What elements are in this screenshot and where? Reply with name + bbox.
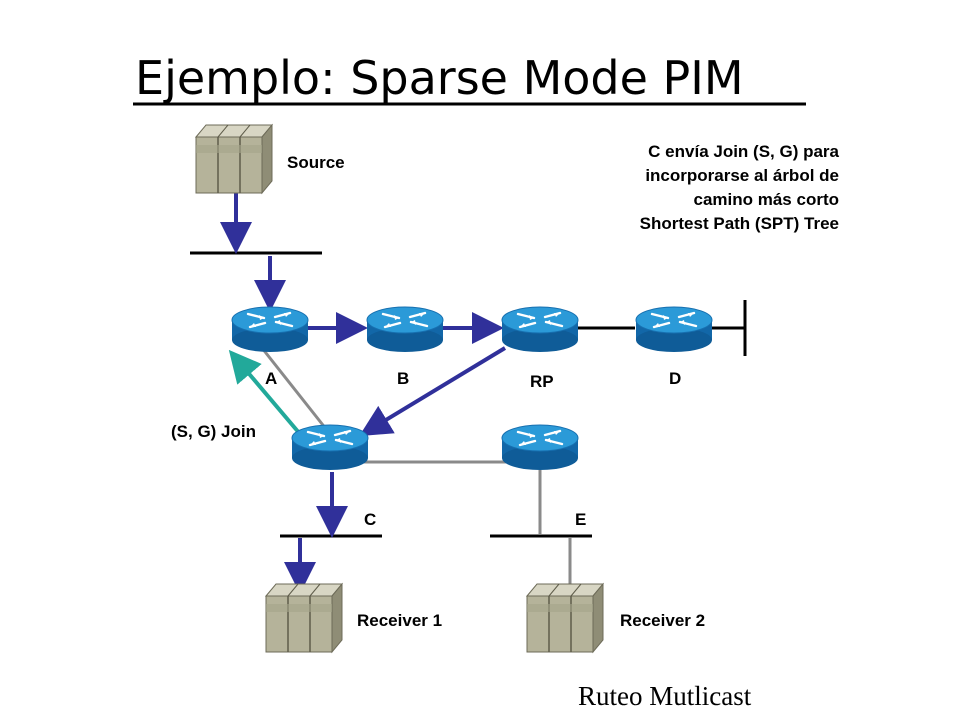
multicast-flow-arrows xyxy=(220,192,507,594)
footer-text: Ruteo Mutlicast xyxy=(578,681,752,711)
router-c-icon xyxy=(290,423,370,472)
note-line: camino más corto xyxy=(694,190,840,209)
router-d-label: D xyxy=(669,369,681,388)
flow-rp-to-c xyxy=(359,346,507,437)
source-label: Source xyxy=(287,153,345,172)
router-b-icon xyxy=(365,305,445,354)
page-title: Ejemplo: Sparse Mode PIM xyxy=(135,51,744,105)
router-a-icon xyxy=(230,305,310,354)
receiver1-host-icon xyxy=(265,583,343,653)
router-b-label: B xyxy=(397,369,409,388)
source-host-icon xyxy=(195,124,273,194)
explanation-note: C envía Join (S, G) para incorporarse al… xyxy=(640,142,840,233)
note-line: Shortest Path (SPT) Tree xyxy=(640,214,839,233)
router-rp-label: RP xyxy=(530,372,554,391)
receiver1-label: Receiver 1 xyxy=(357,611,442,630)
router-rp-icon xyxy=(500,305,580,354)
router-c-label: C xyxy=(364,510,376,529)
sg-join-arrow xyxy=(228,349,302,436)
receiver2-label: Receiver 2 xyxy=(620,611,705,630)
router-e-icon xyxy=(500,423,580,472)
note-line: C envía Join (S, G) para xyxy=(648,142,839,161)
router-e-label: E xyxy=(575,510,586,529)
receiver2-host-icon xyxy=(526,583,604,653)
join-label: (S, G) Join xyxy=(171,422,256,441)
router-a-label: A xyxy=(265,369,277,388)
lan-segments xyxy=(190,251,747,538)
note-line: incorporarse al árbol de xyxy=(645,166,839,185)
router-d-icon xyxy=(634,305,714,354)
